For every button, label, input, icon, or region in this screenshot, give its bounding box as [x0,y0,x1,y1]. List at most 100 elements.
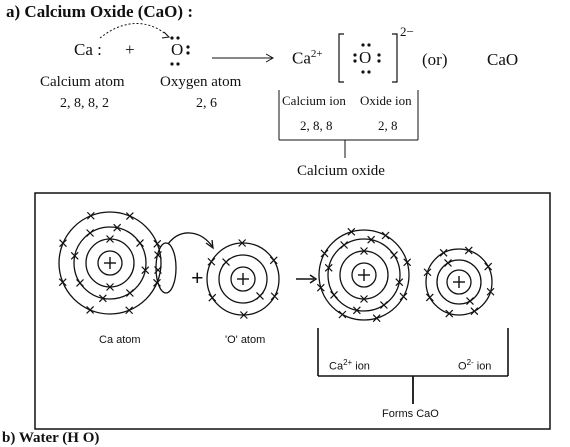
electron [439,248,448,257]
o-atom-label: 'O' atom [225,334,266,346]
o-ion-label-suffix: ion [473,360,492,373]
electron [372,314,381,323]
ca-ion-label-suffix: ion [352,360,370,373]
electron [207,257,216,266]
electron [466,297,474,305]
electron [86,306,95,314]
electron [399,292,408,301]
ca-symbol: Ca : [74,40,102,60]
o-ion-charge: 2− [400,24,414,39]
plus-sign: + [125,40,135,59]
ca-ion-label: Ca2+ ion [329,358,370,373]
electron [403,258,412,267]
electron [395,278,404,287]
transfer-curve-head [205,239,214,250]
electron [445,309,454,318]
electron [153,278,161,287]
ca-atom-label: Ca atom [99,334,141,346]
electron [484,262,493,271]
electron [316,283,325,292]
electron [330,290,338,299]
electron [269,256,278,265]
electron [106,235,114,243]
o-ion-nucleus [453,276,465,288]
electron [125,289,134,297]
electron [154,251,162,259]
electron [86,211,95,220]
electron [59,239,67,248]
electron [360,295,368,303]
diagram-arrow-head [309,274,318,284]
o-ion-label: O2- ion [458,358,491,373]
transfer-curve [167,232,213,247]
ca-ion-label-symbol: Ca [329,360,344,373]
o-ion-dots [353,43,381,74]
electron [239,311,248,319]
calcium-ion-label: Calcium ion [282,93,346,108]
electron [470,307,479,316]
electron [381,231,390,240]
ca-ion-symbol: Ca2+ [292,48,323,69]
calcium-oxide-label: Calcium oxide [297,163,385,179]
ca-ion-label-charge: 2+ [343,358,353,367]
product-formula: CaO [487,50,519,69]
electrons [58,211,495,323]
electron [106,283,114,291]
oxide-ion-label: Oxide ion [360,93,412,108]
oxygen-config: 2, 6 [196,96,217,111]
electron [360,247,368,255]
ca-valence-dots: : [97,40,102,59]
heading: a) Calcium Oxide (CaO) : [6,2,193,21]
or-text: (or) [422,50,448,69]
o-ion-symbol: O [359,48,372,67]
o-valence-dots [170,36,190,66]
ca-symbol-text: Ca [74,40,93,59]
electron [125,212,134,220]
transfer-arrow-curve [99,23,169,39]
electron [320,249,329,258]
electron [76,278,84,287]
electron [390,251,398,260]
electron [58,278,67,287]
electron [367,235,376,244]
electron [464,246,473,255]
o-ion-shells [425,248,493,316]
electron [153,239,162,248]
calcium-ion-config: 2, 8, 8 [300,118,333,133]
electron [86,229,95,237]
electron [141,266,150,275]
ca-ion-text: Ca [292,48,311,68]
electron [222,258,230,266]
diagram-frame [34,192,551,430]
calcium-atom-label: Calcium atom [40,74,125,90]
electron [98,294,107,303]
electron [270,292,279,301]
electron [154,266,162,274]
electron [324,263,333,272]
ca-ion-nucleus [358,269,370,281]
electron [347,227,356,236]
o-ion-label-symbol: O [458,360,467,373]
o-nucleus [237,273,249,285]
electron [486,287,495,296]
electron [113,223,122,232]
reaction-arrow-head [265,53,275,63]
electron [256,292,264,300]
electron [340,241,349,249]
ca-nucleus [104,257,116,269]
electron [136,239,144,248]
electron [444,259,452,267]
electron [423,268,432,277]
o-ion-label-charge: 2- [466,358,474,367]
diagram-plus: + [191,265,204,290]
electron [338,310,347,319]
forms-cao-label: Forms CaO [382,408,439,420]
electron [425,293,434,302]
electron [379,301,388,309]
electron [208,293,217,302]
ca-ion-charge: 2+ [310,48,323,60]
electron [352,306,361,315]
calcium-config: 2, 8, 8, 2 [60,96,109,111]
right-bracket [392,33,398,83]
